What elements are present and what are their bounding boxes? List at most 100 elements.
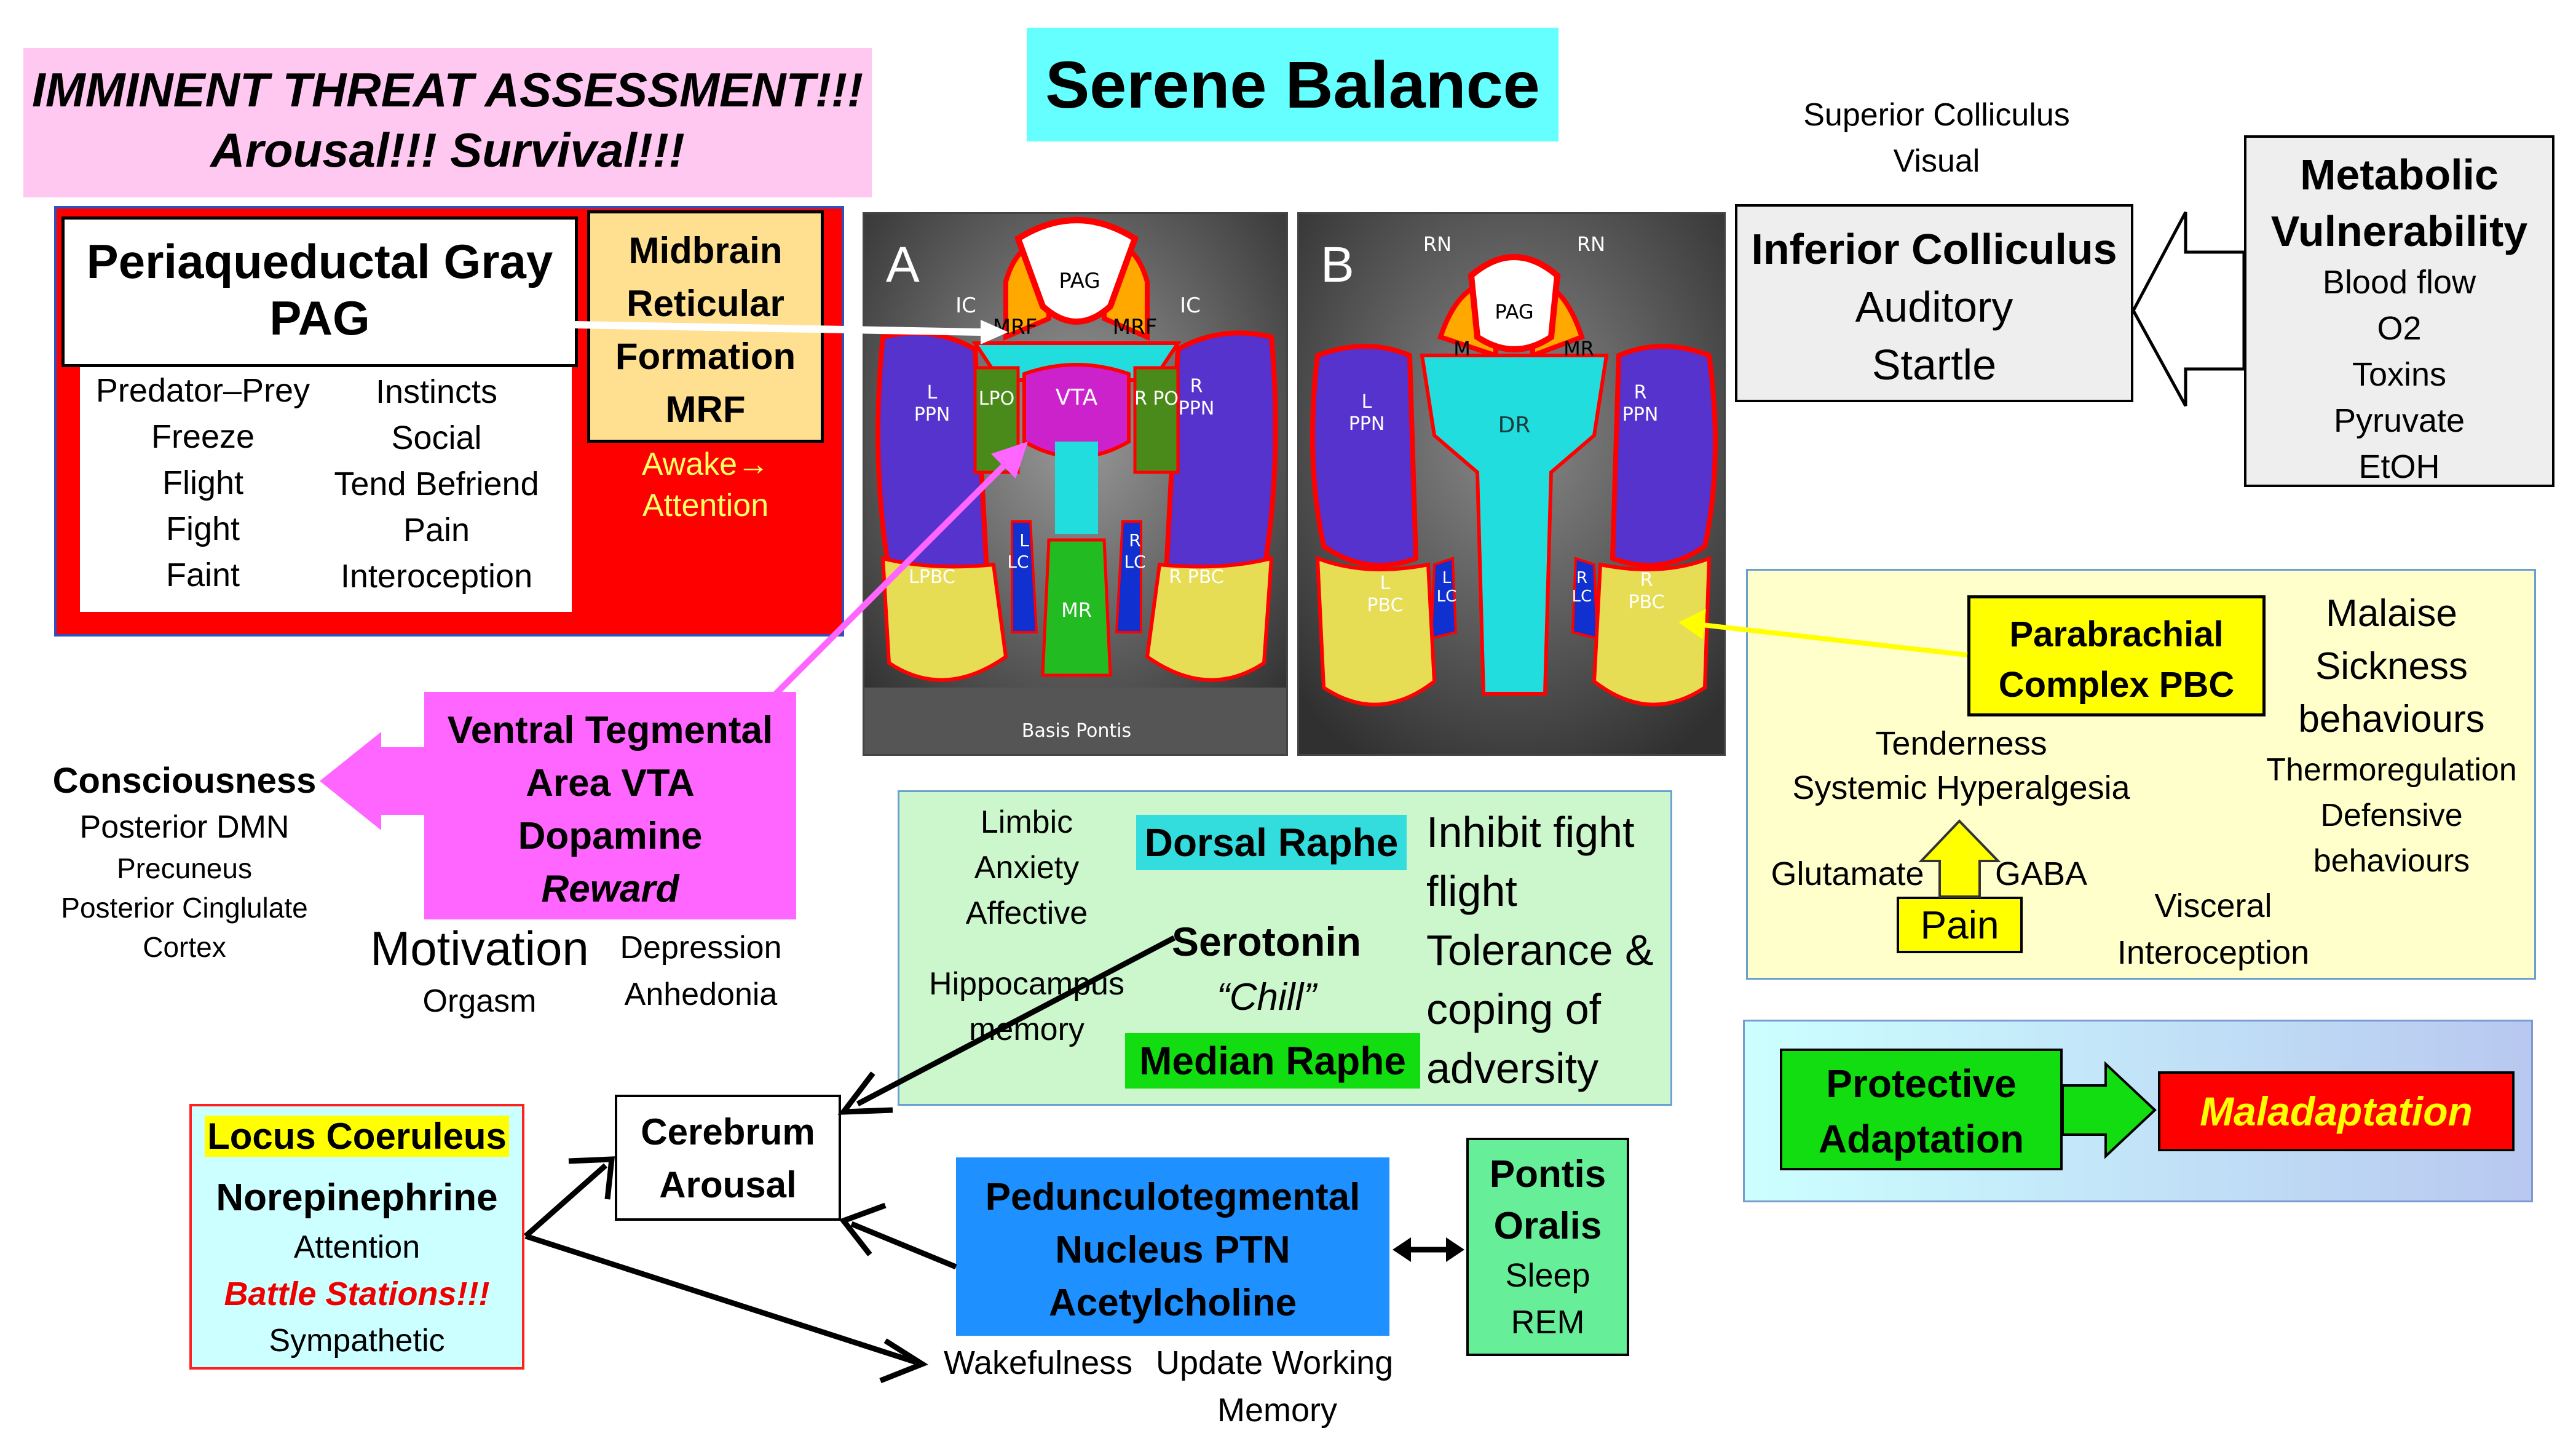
pag-item: Pain xyxy=(403,512,470,549)
ptn-box: Pedunculotegmental Nucleus PTN Acetylcho… xyxy=(956,1157,1389,1336)
locus-coeruleus-box: Locus Coeruleus Norepinephrine Attention… xyxy=(189,1104,524,1370)
vta-line: Area VTA xyxy=(526,762,695,804)
label-l-a: L xyxy=(927,382,938,403)
metabolic-box: Metabolic Vulnerability Blood flow O2 To… xyxy=(2244,135,2554,487)
threat-line-2: Arousal!!! Survival!!! xyxy=(210,123,685,178)
hyperalgesia-label: Systemic Hyperalgesia xyxy=(1792,769,2130,806)
maladaptation-box: Maladaptation xyxy=(2158,1071,2515,1151)
pag-left-list: Predator–Prey Freeze Flight Fight Faint xyxy=(83,368,323,598)
locus-neuro: Norepinephrine xyxy=(216,1176,498,1219)
pag-right-list: Instincts Social Tend Befriend Pain Inte… xyxy=(320,369,553,600)
label-basis-pontis: Basis Pontis xyxy=(1022,720,1131,742)
dorsal-raphe-label: Dorsal Raphe xyxy=(1136,815,1407,870)
label-rppn-a: PPN xyxy=(1179,398,1215,419)
pag-item: Tend Befriend xyxy=(334,466,539,502)
label-dr-b: DR xyxy=(1498,413,1531,438)
mrf-line: Midbrain xyxy=(628,230,783,271)
consciousness-item: Posterior Cinglulate xyxy=(61,892,308,924)
label-mrf-left-b: M xyxy=(1453,337,1471,360)
lc-to-wakefulness-arrow xyxy=(524,1233,928,1384)
label-lpbc-b: PBC xyxy=(1367,595,1403,616)
label-lpbc-a: LPBC xyxy=(909,566,955,588)
label-lpbc-l-b: L xyxy=(1380,573,1391,594)
label-lppn-b: PPN xyxy=(1349,413,1385,435)
pag-title-line-2: PAG xyxy=(269,291,370,346)
serotonin-label: Serotonin xyxy=(1172,919,1361,964)
pag-item: Flight xyxy=(162,464,244,501)
pain-label: Pain xyxy=(1897,897,2023,953)
raphe-limbic: Limbic Anxiety Affective xyxy=(965,804,1088,931)
hippocampus-label: Hippocampus memory xyxy=(929,966,1124,1047)
vta-to-consciousness-arrow xyxy=(320,732,424,830)
metabolic-item: Blood flow xyxy=(2322,264,2476,301)
label-rlc2-a: LC xyxy=(1124,552,1145,572)
vta-reward: Reward xyxy=(541,868,679,910)
mrf-line: Formation xyxy=(615,336,796,377)
label-llc-b: L xyxy=(1442,569,1452,587)
lc-to-cerebrum-arrow xyxy=(524,1156,615,1239)
update-working-label: Update Working xyxy=(1156,1344,1394,1381)
label-rppn-b: PPN xyxy=(1622,404,1659,426)
metabolic-to-ic-arrow xyxy=(2132,211,2246,407)
label-rlc-a: R xyxy=(1129,530,1140,550)
label-mrf-left-a: MRF xyxy=(993,315,1038,339)
metabolic-item: EtOH xyxy=(2358,448,2440,485)
label-pag-b: PAG xyxy=(1495,300,1533,323)
vta-line: Ventral Tegmental xyxy=(447,709,773,752)
label-rpbc-a: R PBC xyxy=(1169,566,1223,588)
pag-title-box: Periaqueductal Gray PAG xyxy=(61,216,578,367)
label-mr-a: MR xyxy=(1061,598,1092,622)
label-vta-a: VTA xyxy=(1056,385,1098,410)
mrf-line: Reticular xyxy=(626,283,784,324)
ptn-pontis-double-arrow xyxy=(1393,1237,1464,1262)
gaba-label: GABA xyxy=(1994,855,2088,892)
motivation-label: Motivation xyxy=(370,921,589,975)
right-arrow-icon: → xyxy=(737,446,770,482)
threat-banner: IMMINENT THREAT ASSESSMENT!!! Arousal!!!… xyxy=(23,48,872,197)
page-title: Serene Balance xyxy=(1027,28,1559,141)
ic-line: Auditory xyxy=(1855,283,2013,331)
anhedonia-label: Anhedonia xyxy=(624,977,778,1012)
cerebrum-box: Cerebrum Arousal xyxy=(615,1095,841,1221)
memory-label: Memory xyxy=(1217,1392,1338,1429)
label-rpbc-b: PBC xyxy=(1628,592,1664,613)
metabolic-item: Pyruvate xyxy=(2333,402,2465,439)
chill-label: “Chill” xyxy=(1217,976,1316,1018)
label-rn-left-b: RN xyxy=(1423,232,1452,256)
label-rlc-b: R xyxy=(1576,569,1587,587)
panel-a-letter: A xyxy=(886,237,920,293)
mrf-box: Midbrain Reticular Formation MRF xyxy=(587,210,824,443)
ic-line: Startle xyxy=(1871,341,1997,389)
tenderness-label: Tenderness xyxy=(1875,725,2047,762)
metabolic-title: Metabolic xyxy=(2300,151,2499,199)
pbc-title-line: Parabrachial xyxy=(2009,614,2224,654)
label-r-a: R xyxy=(1190,376,1203,397)
glutamate-label: Glutamate xyxy=(1771,855,1924,892)
label-lpo-a: LPO xyxy=(979,388,1014,410)
wakefulness-label: Wakefulness xyxy=(944,1344,1133,1381)
pag-item: Fight xyxy=(165,510,240,547)
raphe-inhibit-text: Inhibit fight flight Tolerance & coping … xyxy=(1426,808,1654,1092)
vta-box: Ventral Tegmental Area VTA Dopamine Rewa… xyxy=(424,692,796,919)
label-llc2-b: LC xyxy=(1437,587,1457,606)
consciousness-item: Cortex xyxy=(143,931,226,963)
visceral-label: Visceral xyxy=(2154,887,2272,924)
inferior-colliculus-box: Inferior Colliculus Auditory Startle xyxy=(1735,204,2133,402)
label-lppn-a: PPN xyxy=(914,404,950,426)
threat-line-1: IMMINENT THREAT ASSESSMENT!!! xyxy=(32,63,863,117)
metabolic-item: Toxins xyxy=(2352,356,2447,393)
pbc-malaise: Malaise Sickness behaviours xyxy=(2298,592,2485,740)
pbc-title-line: Complex PBC xyxy=(1998,665,2235,705)
label-rpo-a: R PO xyxy=(1134,388,1179,410)
label-llc2-a: LC xyxy=(1007,552,1029,572)
label-r-b: R xyxy=(1634,382,1647,403)
pag-item: Instincts xyxy=(375,373,498,410)
metabolic-title: Vulnerability xyxy=(2270,207,2528,255)
pag-item: Social xyxy=(391,419,482,456)
label-rpbc-r-b: R xyxy=(1640,569,1653,591)
label-ic-left-a: IC xyxy=(955,293,976,318)
label-l-b: L xyxy=(1362,391,1372,413)
brain-image-b: RN RN PAG M MR DR L PPN R PPN L LC R LC … xyxy=(1297,212,1726,756)
pag-item: Interoception xyxy=(340,558,533,595)
ic-title: Inferior Colliculus xyxy=(1751,225,2117,273)
